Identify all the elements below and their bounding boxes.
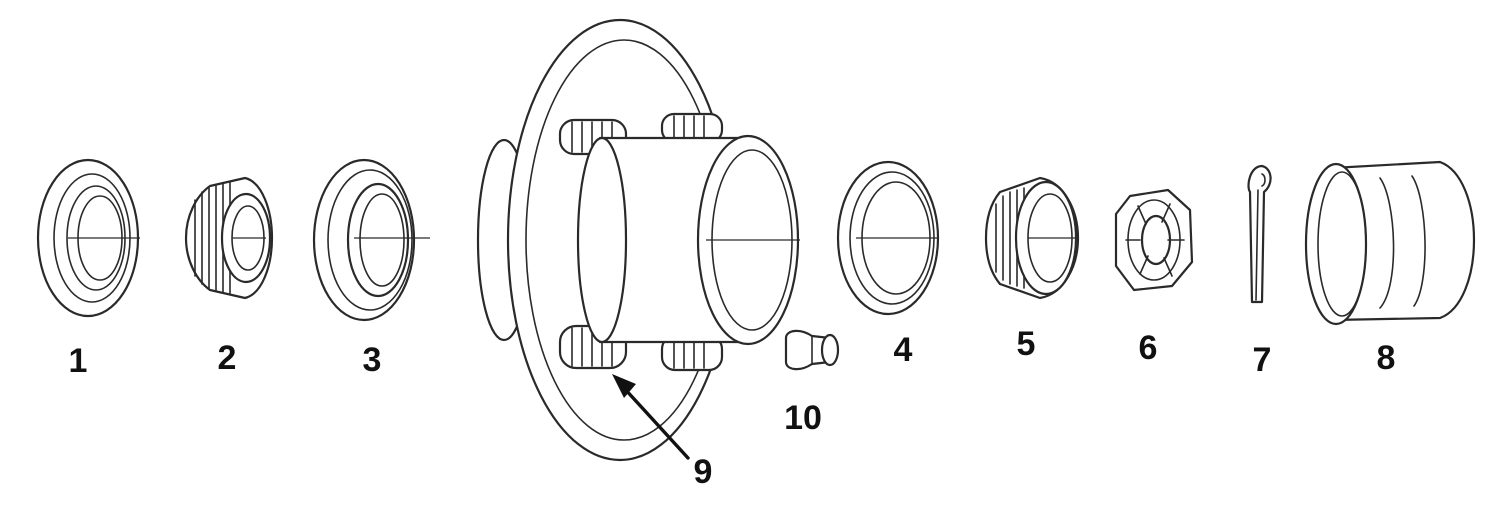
part-3-seal — [312, 158, 430, 322]
label-9: 9 — [694, 453, 713, 491]
label-5: 5 — [1017, 325, 1036, 363]
part-10-grease-fitting — [784, 329, 840, 371]
part-5-bearing — [984, 176, 1080, 300]
part-1-race — [36, 158, 140, 318]
part-2-bearing — [184, 176, 274, 300]
label-2: 2 — [218, 339, 237, 377]
label-1: 1 — [69, 342, 88, 380]
part-4-race — [836, 160, 940, 316]
label-3: 3 — [363, 341, 382, 379]
label-4: 4 — [894, 331, 913, 369]
part-9-arrow — [612, 374, 690, 460]
label-10: 10 — [784, 399, 822, 437]
part-6-castle-nut — [1114, 188, 1194, 292]
part-8-dust-cap — [1304, 160, 1476, 326]
label-7: 7 — [1253, 341, 1272, 379]
part-7-cotter-pin — [1247, 164, 1272, 304]
hub — [476, 18, 800, 462]
label-8: 8 — [1377, 339, 1396, 377]
label-6: 6 — [1139, 329, 1158, 367]
